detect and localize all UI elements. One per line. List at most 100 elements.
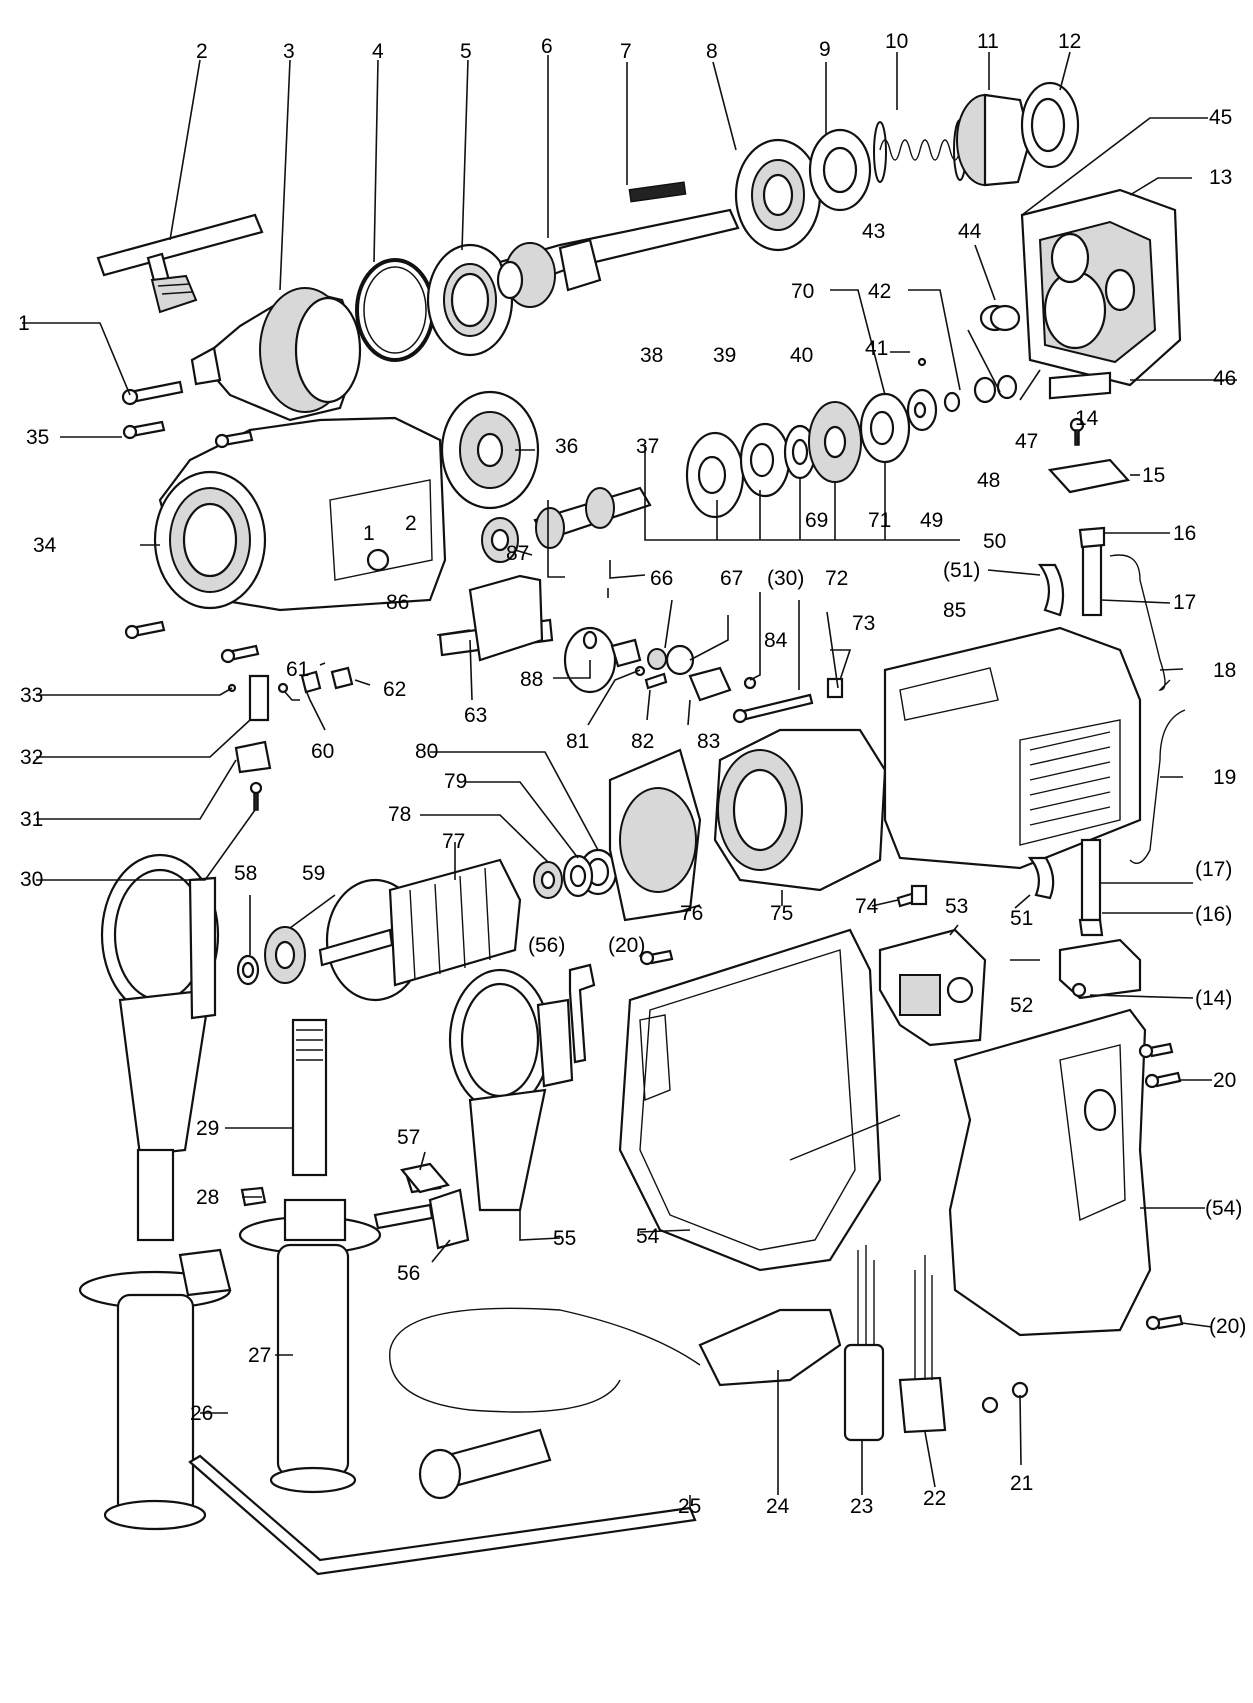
label-part-43: 43 bbox=[862, 220, 885, 243]
label-part-66: 66 bbox=[650, 567, 673, 590]
screw-74-part bbox=[896, 884, 928, 908]
label-part-19: 19 bbox=[1213, 766, 1236, 789]
ring-12-part bbox=[1020, 81, 1080, 169]
label-part-74: 74 bbox=[855, 895, 879, 918]
label-part-5: 5 bbox=[460, 40, 472, 63]
suppressor-part bbox=[1047, 371, 1131, 494]
label-part-23: 23 bbox=[850, 1495, 873, 1518]
label-part-45: 45 bbox=[1209, 106, 1232, 129]
label-part-41: 41 bbox=[865, 337, 888, 360]
feather-key-part bbox=[628, 181, 687, 203]
drill-chuck-part bbox=[190, 287, 362, 422]
label-part-52: 52 bbox=[1010, 994, 1033, 1017]
label-part-49: 49 bbox=[920, 509, 943, 532]
leader-lines bbox=[22, 51, 1237, 1510]
brush-holder-51b-part bbox=[1027, 856, 1055, 900]
capacitor-52-part bbox=[1058, 938, 1142, 1000]
label-part-24: 24 bbox=[766, 1495, 790, 1518]
label-part-34: 34 bbox=[33, 534, 57, 557]
label-part-60: 60 bbox=[311, 740, 334, 763]
label-part-10: 10 bbox=[885, 30, 908, 53]
side-handle-26-part bbox=[78, 853, 232, 1531]
label-part-50: 50 bbox=[983, 530, 1006, 553]
label-part-71: 71 bbox=[868, 509, 891, 532]
label-part-27: 27 bbox=[248, 1344, 271, 1367]
label-part-36: 36 bbox=[555, 435, 578, 458]
ring-9-part bbox=[808, 128, 872, 212]
chuck-key-part bbox=[96, 213, 264, 314]
label-part-51b: (51) bbox=[943, 559, 980, 582]
label-part-78: 78 bbox=[388, 803, 411, 826]
label-part-37: 37 bbox=[636, 435, 659, 458]
label-part-12: 12 bbox=[1058, 30, 1081, 53]
label-part-77: 77 bbox=[442, 830, 465, 853]
label-part-25: 25 bbox=[678, 1495, 701, 1518]
label-part-11: 11 bbox=[977, 30, 999, 53]
knob-57-part bbox=[400, 1162, 450, 1194]
label-part-20c: (20) bbox=[1209, 1315, 1246, 1338]
label-part-44: 44 bbox=[958, 220, 982, 243]
screws-20-part bbox=[639, 949, 1184, 1331]
label-part-81: 81 bbox=[566, 730, 589, 753]
circlip-part bbox=[355, 258, 435, 362]
clutch-gear-part bbox=[956, 93, 1032, 187]
intermediate-shaft-part bbox=[533, 486, 652, 549]
front-gear-housing-part: 1 2 bbox=[153, 416, 447, 612]
depth-stop-fittings-part bbox=[227, 666, 354, 811]
label-part-57: 57 bbox=[397, 1126, 420, 1149]
label-part-4: 4 bbox=[372, 40, 384, 63]
label-part-67: 67 bbox=[720, 567, 743, 590]
armature-bearings-part bbox=[533, 848, 618, 899]
side-handle-clamp-part bbox=[448, 968, 574, 1212]
label-part-51: 51 bbox=[1010, 907, 1033, 930]
bushing-44-part bbox=[979, 304, 1021, 332]
label-part-76: 76 bbox=[680, 902, 703, 925]
label-part-15: 15 bbox=[1142, 464, 1165, 487]
fan-baffle-part bbox=[608, 748, 702, 922]
handle-cover-part bbox=[948, 1008, 1152, 1337]
label-part-1: 1 bbox=[18, 312, 30, 335]
label-part-26: 26 bbox=[190, 1402, 213, 1425]
label-part-32: 32 bbox=[20, 746, 43, 769]
screws-35-part bbox=[122, 420, 260, 664]
wire-18-part bbox=[1109, 554, 1171, 691]
label-part-63: 63 bbox=[464, 704, 487, 727]
label-part-21: 21 bbox=[1010, 1472, 1033, 1495]
label-part-75: 75 bbox=[770, 902, 793, 925]
label-part-73: 73 bbox=[852, 612, 875, 635]
label-part-9: 9 bbox=[819, 38, 831, 61]
label-part-47: 47 bbox=[1015, 430, 1038, 453]
label-part-14: 14 bbox=[1075, 407, 1099, 430]
label-part-86: 86 bbox=[386, 591, 409, 614]
label-part-88: 88 bbox=[520, 668, 543, 691]
label-part-31: 31 bbox=[20, 808, 43, 831]
label-part-7: 7 bbox=[620, 40, 632, 63]
label-part-53: 53 bbox=[945, 895, 968, 918]
housing-mark-1: 1 bbox=[363, 522, 375, 545]
screw-1-part bbox=[121, 380, 184, 406]
armature-part bbox=[318, 858, 522, 1002]
handle-housing-part bbox=[618, 928, 901, 1272]
gear-housing-plate-part bbox=[1020, 188, 1182, 387]
spring-part bbox=[873, 119, 967, 183]
label-part-22: 22 bbox=[923, 1487, 946, 1510]
bearing-8-part bbox=[734, 138, 822, 252]
label-part-87: 87 bbox=[506, 542, 529, 565]
label-part-18: 18 bbox=[1213, 659, 1236, 682]
label-part-54: 54 bbox=[636, 1225, 660, 1248]
label-part-70: 70 bbox=[791, 280, 814, 303]
label-part-69: 69 bbox=[805, 509, 828, 532]
label-part-16b: (16) bbox=[1195, 903, 1232, 926]
label-part-6: 6 bbox=[541, 35, 553, 58]
trigger-switch-part bbox=[878, 928, 987, 1047]
label-part-20b: (20) bbox=[608, 934, 645, 957]
label-part-55: 55 bbox=[553, 1227, 576, 1250]
label-part-54b: (54) bbox=[1205, 1197, 1242, 1220]
power-cord-part bbox=[389, 1307, 842, 1500]
label-part-38: 38 bbox=[640, 344, 663, 367]
motor-housing-part bbox=[883, 626, 1142, 870]
label-part-79: 79 bbox=[444, 770, 467, 793]
label-part-72: 72 bbox=[825, 567, 848, 590]
large-gear-part bbox=[440, 390, 540, 510]
